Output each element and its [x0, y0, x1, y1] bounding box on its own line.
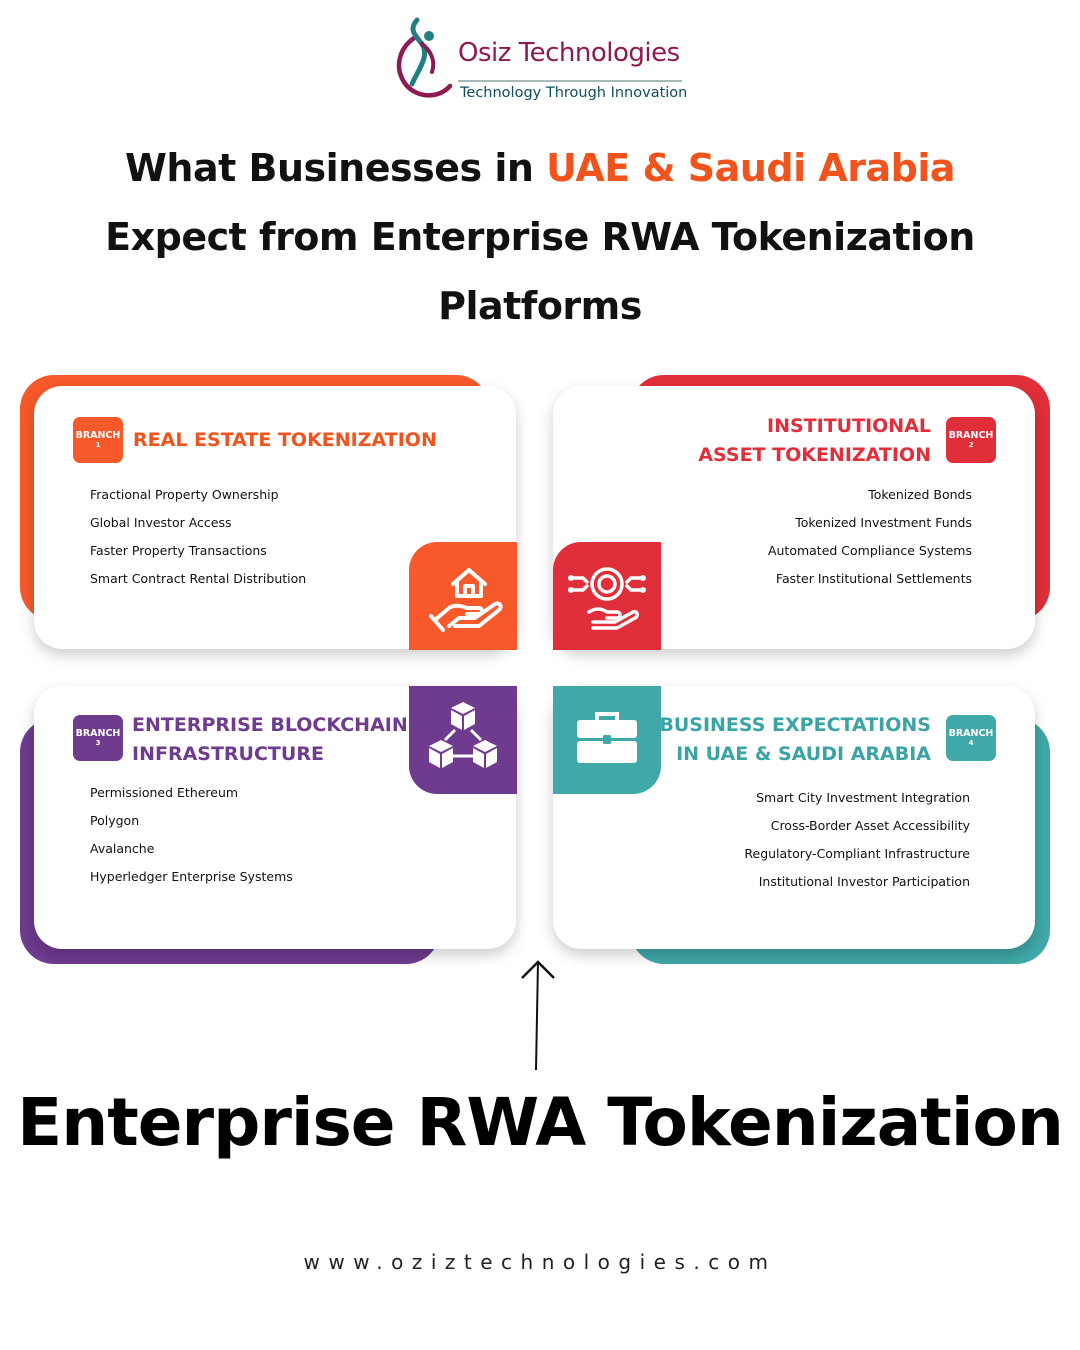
- title-line-3: Platforms: [438, 284, 642, 328]
- branch-2-list: Tokenized Bonds Tokenized Investment Fun…: [768, 481, 972, 593]
- branch-3-icon-tile: [409, 686, 517, 794]
- list-item: Smart City Investment Integration: [756, 790, 970, 805]
- title-accent: UAE & Saudi Arabia: [546, 146, 955, 190]
- center-label: Enterprise RWA Tokenization: [17, 1084, 1064, 1161]
- up-arrow-icon: [521, 960, 555, 1071]
- coin-in-hand-icon: [553, 542, 661, 650]
- briefcase-icon: [553, 686, 661, 794]
- title-line-1: What Businesses in UAE & Saudi Arabia: [125, 146, 955, 190]
- list-item: Hyperledger Enterprise Systems: [90, 869, 293, 884]
- list-item: Permissioned Ethereum: [90, 785, 239, 800]
- list-item: Institutional Investor Participation: [758, 874, 970, 889]
- list-item: Cross-Border Asset Accessibility: [770, 818, 970, 833]
- branch-2-title: INSTITUTIONAL ASSET TOKENIZATION: [698, 415, 931, 466]
- osiz-logo-icon: [396, 17, 453, 98]
- branch-4-icon-tile: [553, 686, 661, 794]
- branch-4-title: BUSINESS EXPECTATIONS IN UAE & SAUDI ARA…: [659, 714, 931, 765]
- list-item: Smart Contract Rental Distribution: [90, 571, 307, 586]
- branch-3-title: ENTERPRISE BLOCKCHAIN INFRASTRUCTURE: [132, 714, 408, 765]
- branch-2-icon-tile: [553, 542, 661, 650]
- page-title: What Businesses in UAE & Saudi Arabia Ex…: [0, 134, 1080, 341]
- list-item: Tokenized Investment Funds: [795, 515, 972, 530]
- brand-logo: Osiz Technologies Technology Through Inn…: [392, 8, 692, 104]
- brand-divider: [458, 80, 682, 82]
- branch-1-list: Fractional Property Ownership Global Inv…: [90, 481, 306, 593]
- branch-4-list: Smart City Investment Integration Cross-…: [744, 784, 970, 896]
- list-item: Avalanche: [90, 841, 155, 856]
- branch-3-list: Permissioned Ethereum Polygon Avalanche …: [90, 779, 293, 891]
- title-line-2: Expect from Enterprise RWA Tokenization: [105, 215, 975, 259]
- brand-name: Osiz Technologies: [458, 38, 680, 68]
- website-url: www.oziztechnologies.com: [303, 1250, 777, 1274]
- list-item: Fractional Property Ownership: [90, 487, 279, 502]
- branch-1-title: REAL ESTATE TOKENIZATION: [133, 429, 437, 451]
- list-item: Automated Compliance Systems: [767, 543, 972, 558]
- list-item: Tokenized Bonds: [868, 487, 972, 502]
- house-in-hand-icon: [409, 542, 517, 650]
- list-item: Faster Property Transactions: [90, 543, 267, 558]
- list-item: Polygon: [90, 813, 140, 828]
- blockchain-cubes-icon: [409, 686, 517, 794]
- list-item: Global Investor Access: [90, 515, 232, 530]
- brand-tagline: Technology Through Innovation: [460, 85, 688, 101]
- list-item: Faster Institutional Settlements: [775, 571, 972, 586]
- list-item: Regulatory-Compliant Infrastructure: [744, 846, 970, 861]
- branch-1-icon-tile: [409, 542, 517, 650]
